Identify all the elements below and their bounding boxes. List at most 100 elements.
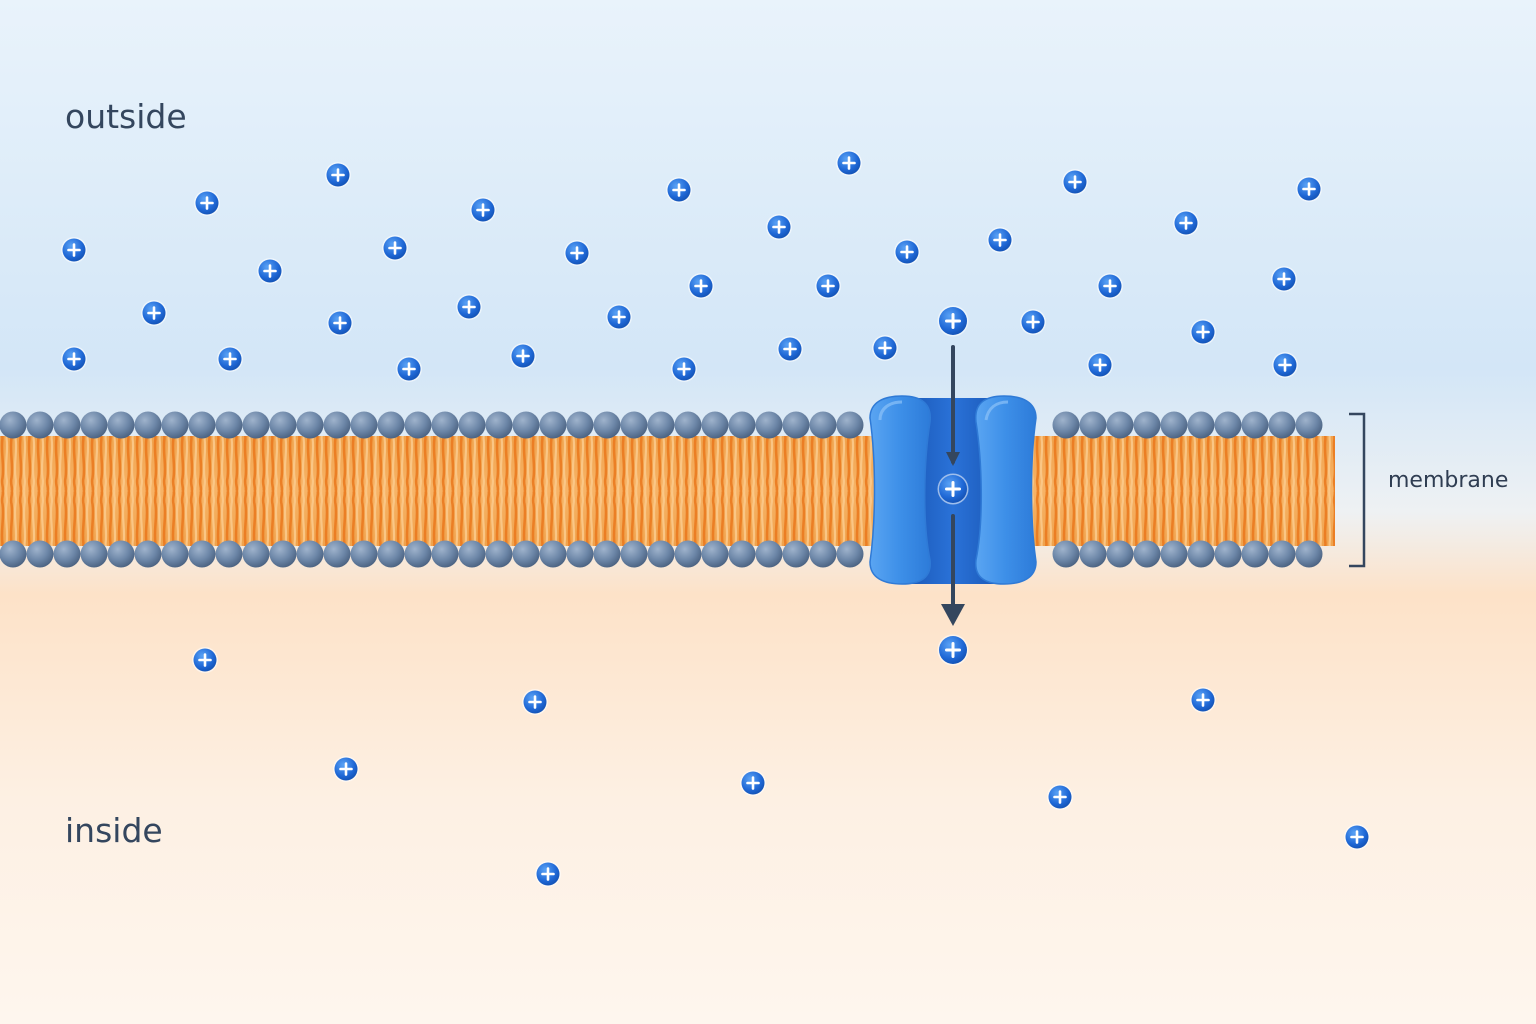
lipid-head (323, 411, 351, 439)
positive-ion-icon (141, 300, 167, 326)
positive-ion-icon (61, 237, 87, 263)
positive-ion-icon (217, 346, 243, 372)
lipid-head (350, 411, 378, 439)
positive-ion-icon (382, 235, 408, 261)
lipid-head (431, 411, 459, 439)
lipid-head (647, 540, 675, 568)
lipid-head (620, 540, 648, 568)
lipid-head (674, 411, 702, 439)
lipid-head (1295, 540, 1323, 568)
positive-ion-icon (192, 647, 218, 673)
lipid-head (809, 540, 837, 568)
positive-ion-icon (1190, 687, 1216, 713)
positive-ion-icon (740, 770, 766, 796)
lipid-head (701, 540, 729, 568)
lipid-head (485, 411, 513, 439)
lipid-heads-inner-leaflet (0, 540, 1323, 568)
positive-ion-icon (257, 258, 283, 284)
positive-ion-icon (666, 177, 692, 203)
positive-ion-icon (777, 336, 803, 362)
channel-subunit-right (975, 395, 1037, 585)
lipid-head (1052, 411, 1080, 439)
lipid-head (80, 540, 108, 568)
positive-ion-icon (396, 356, 422, 382)
ion-channel-protein (869, 395, 1037, 585)
positive-ion-icon (1062, 169, 1088, 195)
lipid-head (1160, 540, 1188, 568)
positive-ion-icon (937, 305, 969, 337)
lipid-head (566, 540, 594, 568)
lipid-heads-outer-leaflet (0, 411, 1323, 439)
positive-ion-icon (606, 304, 632, 330)
lipid-head (836, 540, 864, 568)
positive-ion-icon (872, 335, 898, 361)
lipid-head (458, 411, 486, 439)
positive-ion-icon (987, 227, 1013, 253)
positive-ion-icon (894, 239, 920, 265)
lipid-head (728, 411, 756, 439)
positive-ion-icon (1272, 352, 1298, 378)
lipid-head (728, 540, 756, 568)
lipid-head (377, 411, 405, 439)
positive-ion-icon (510, 343, 536, 369)
positive-ion-icon (61, 346, 87, 372)
outside-label: outside (65, 97, 187, 136)
lipid-head (782, 411, 810, 439)
positive-ion-icon (456, 294, 482, 320)
lipid-head (404, 411, 432, 439)
lipid-head (269, 411, 297, 439)
lipid-head (215, 411, 243, 439)
lipid-head (188, 540, 216, 568)
lipid-head (1268, 411, 1296, 439)
lipid-head (566, 411, 594, 439)
lipid-head (1295, 411, 1323, 439)
ion-cluster (61, 150, 1370, 887)
positive-ion-icon (327, 310, 353, 336)
lipid-head (242, 411, 270, 439)
channel-subunit-left (869, 395, 931, 585)
flow-arrow-head-upper (946, 452, 960, 466)
lipid-head (296, 540, 324, 568)
positive-ion-icon (325, 162, 351, 188)
lipid-head (1241, 540, 1269, 568)
lipid-head (1268, 540, 1296, 568)
positive-ion-icon (1087, 352, 1113, 378)
positive-ion-icon (815, 273, 841, 299)
lipid-head (215, 540, 243, 568)
positive-ion-icon (1047, 784, 1073, 810)
lipid-head (755, 411, 783, 439)
lipid-head (1079, 411, 1107, 439)
lipid-head (350, 540, 378, 568)
membrane-label: membrane (1388, 468, 1508, 493)
positive-ion-icon (1097, 273, 1123, 299)
lipid-head (512, 411, 540, 439)
lipid-head (1187, 540, 1215, 568)
lipid-head (539, 411, 567, 439)
positive-ion-icon (671, 356, 697, 382)
lipid-head (296, 411, 324, 439)
lipid-head (80, 411, 108, 439)
lipid-head (1214, 540, 1242, 568)
lipid-head (269, 540, 297, 568)
lipid-head (593, 540, 621, 568)
lipid-head (323, 540, 351, 568)
lipid-head (26, 540, 54, 568)
positive-ion-icon (194, 190, 220, 216)
lipid-head (53, 540, 81, 568)
lipid-head (620, 411, 648, 439)
positive-ion-icon (937, 473, 969, 505)
lipid-tail-strands (0, 436, 1335, 546)
positive-ion-icon (836, 150, 862, 176)
lipid-head (0, 540, 27, 568)
lipid-head (674, 540, 702, 568)
membrane-bracket (1349, 412, 1366, 568)
lipid-head (377, 540, 405, 568)
lipid-head (161, 540, 189, 568)
positive-ion-icon (688, 273, 714, 299)
lipid-head (701, 411, 729, 439)
lipid-bilayer (0, 411, 1335, 568)
lipid-head (107, 411, 135, 439)
lipid-head (188, 411, 216, 439)
